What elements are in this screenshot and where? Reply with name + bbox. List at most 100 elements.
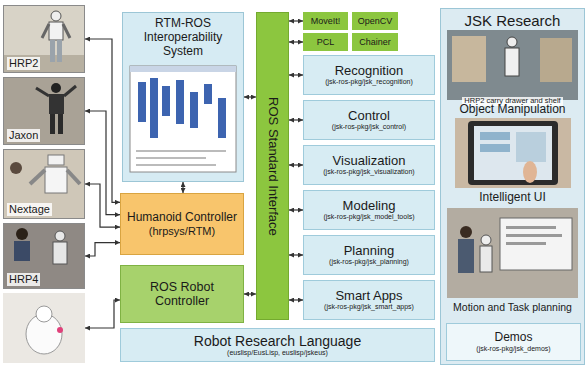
shelf — [452, 36, 486, 82]
screen-button — [480, 132, 510, 140]
node-subtitle: (jsk-ros-pkg/jsk_demos) — [476, 345, 550, 353]
photo-ground — [455, 118, 571, 188]
monitor-line — [506, 226, 556, 229]
library-box: Chainer — [352, 33, 398, 51]
system-box: RTM-ROS Interoperability System — [122, 12, 244, 182]
person-head — [16, 228, 28, 240]
library-box: OpenCV — [352, 12, 398, 30]
connector-arrow — [289, 164, 303, 165]
connector-arrow — [182, 182, 183, 193]
text-slot: Object Manipulation — [441, 103, 584, 117]
node-title: Robot Research Language — [194, 333, 361, 349]
robot-body — [53, 242, 67, 264]
photo-label: Nextage — [7, 203, 52, 216]
photo-ground — [3, 77, 85, 145]
node-title: RTM-ROS Interoperability System — [127, 17, 239, 58]
photo-ground — [447, 30, 578, 100]
robot-photo: HRP4 — [3, 223, 85, 289]
screenshot-bar — [204, 84, 212, 104]
box-fill — [122, 12, 244, 182]
screenshot-line — [136, 150, 226, 152]
tablet-screen — [474, 126, 552, 180]
node-title: Control — [348, 109, 390, 124]
library-box: MoveIt! — [303, 12, 348, 30]
robot-body — [45, 167, 67, 193]
language-box: Robot Research Language(euslisp/EusLisp,… — [120, 328, 435, 362]
connector-arrow — [85, 243, 120, 256]
connector-arrow — [289, 74, 303, 75]
robot-body — [480, 246, 492, 272]
monitor-line — [506, 234, 562, 237]
text-slot: Motion and Task planning — [441, 301, 584, 313]
node-title: OpenCV — [358, 16, 393, 26]
person-head — [460, 226, 472, 238]
package-box: Visualization(jsk-ros-pkg/jsk_visualizat… — [303, 145, 435, 185]
robot-leg — [57, 40, 62, 62]
photo-ground — [3, 293, 85, 363]
screenshot-line — [136, 157, 206, 159]
person-head — [10, 162, 22, 174]
node-title: Visualization — [333, 154, 406, 169]
package-box: Planning(jsk-ros-pkg/jsk_planning) — [303, 235, 435, 275]
wire-arrow — [85, 300, 120, 328]
library-box: PCL — [303, 33, 348, 51]
connector-arrow — [289, 254, 303, 255]
screenshot-header — [130, 66, 236, 72]
package-box: Modeling(jsk-ros-pkg/jsk_model_tools) — [303, 190, 435, 230]
screenshot-bar — [176, 80, 184, 124]
robot-arm — [36, 88, 49, 96]
node-title: Modeling — [343, 199, 396, 214]
robot-head — [51, 11, 61, 21]
panel-caption: Motion and Task planning — [441, 301, 584, 313]
robot-body — [505, 48, 519, 76]
robot-light — [57, 327, 63, 333]
controller-box: Humanoid Controller(hrpsys/RTM) — [120, 193, 244, 255]
screen-image — [516, 132, 546, 162]
screenshot-bar — [218, 98, 226, 138]
robot-head — [48, 155, 64, 165]
panel-fill — [440, 8, 585, 365]
robot-head — [51, 83, 61, 93]
robot-arm — [64, 86, 76, 96]
screenshot-bar — [150, 78, 158, 138]
text-slot: Intelligent UI — [441, 191, 584, 205]
node-subtitle: (hrpsys/RTM) — [149, 225, 215, 238]
bar-label: ROS Standard Interface — [265, 97, 280, 236]
person-body — [458, 239, 474, 273]
robot-leg — [50, 114, 55, 134]
robot-photo: Jaxon — [3, 77, 85, 145]
photo-ground — [3, 223, 85, 289]
connector-arrow — [289, 20, 303, 21]
connector-arrow — [244, 96, 256, 97]
package-box: Control(jsk-ros-pkg/jsk_control) — [303, 100, 435, 140]
panel-caption: Object Manipulation — [441, 103, 584, 117]
node-subtitle: (euslisp/EusLisp, euslisp/jskeus) — [227, 349, 328, 357]
robot-arm — [63, 24, 70, 38]
package-box: Recognition(jsk-ros-pkg/jsk_recognition) — [303, 55, 435, 95]
robot-leg — [50, 40, 55, 62]
node-subtitle: (jsk-ros-pkg/jsk_planning) — [329, 258, 409, 266]
interface-bar: ROS Standard Interface — [256, 12, 289, 320]
monitor-line — [506, 242, 546, 245]
robot-head — [507, 37, 517, 47]
robot-photo: HRP2 — [3, 5, 85, 73]
robot-photo: Nextage — [3, 149, 85, 219]
tablet — [468, 121, 558, 185]
photo-label: HRP2 — [7, 57, 40, 70]
node-subtitle: (jsk-ros-pkg/jsk_model_tools) — [323, 213, 414, 221]
screenshot — [130, 66, 236, 172]
robot-head — [36, 306, 52, 322]
shelf — [540, 38, 572, 82]
screenshot-line — [136, 164, 216, 166]
text-slot: JSK Research — [441, 12, 584, 29]
connector-arrow — [85, 39, 120, 202]
robot-head — [55, 231, 65, 241]
connector-arrow — [289, 41, 303, 42]
node-title: Humanoid Controller — [127, 211, 237, 225]
controller-box: ROS Robot Controller — [120, 265, 244, 323]
photo-ground — [3, 5, 85, 73]
robot-body — [49, 22, 63, 40]
connector-arrow — [85, 111, 120, 215]
node-title: Demos — [494, 331, 532, 345]
